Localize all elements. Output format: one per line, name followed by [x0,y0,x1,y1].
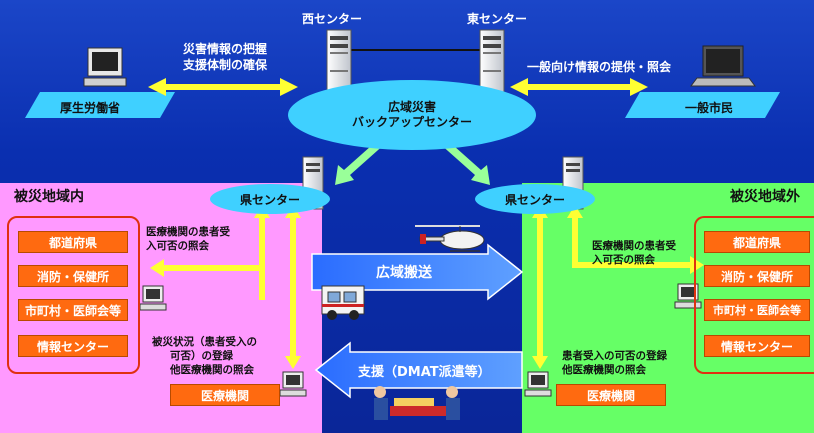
left-caption-line2: 支援体制の確保 [183,58,268,72]
left-item-municipality: 市町村・医師会等 [18,299,128,321]
left-agency-list [7,216,140,374]
desktop-computer-icon [139,285,167,311]
right-item-fire-health: 消防・保健所 [704,265,810,287]
support-arrow [314,341,523,399]
right-item-prefecture: 都道府県 [704,231,810,253]
right-caption-bottom-line2: 他医療機関の照会 [562,364,646,376]
arrow-right-pref-down [567,205,583,262]
right-region-title: 被災地域外 [730,189,800,205]
mhlw-label: 厚生労働省 [60,101,121,115]
helicopter-icon [415,225,485,252]
rescue-workers-icon [374,386,460,420]
mhlw-platform [25,92,175,118]
left-caption-top-line1: 医療機関の患者受 [146,226,230,238]
left-item-fire-health: 消防・保健所 [18,265,128,287]
arrow-left-list [150,259,260,277]
desktop-computer-icon [83,47,127,87]
right-pref-center-label: 県センター [504,192,565,207]
arrow-mhlw-backup [148,78,298,96]
left-hospital: 医療機関 [170,384,280,406]
left-region-title: 被災地域内 [14,189,84,205]
left-caption-bottom-line1: 被災状況（患者受入の [152,336,257,348]
right-item-info-center: 情報センター [704,335,810,357]
ambulance-icon [321,285,365,320]
right-agency-list [694,216,814,374]
desktop-computer-icon [279,371,307,397]
backup-center-node: 広域災害 バックアップセンター [288,80,536,150]
left-caption-bottom-line3: 他医療機関の照会 [170,364,254,376]
laptop-icon [690,45,756,87]
right-caption-bottom-line1: 患者受入の可否の登録 [562,350,667,362]
desktop-computer-icon [674,283,702,309]
support-label: 支援（DMAT派遣等） [358,365,491,380]
public-platform [625,92,780,118]
left-pref-center-label: 県センター [239,192,300,207]
left-caption-line1: 災害情報の把握 [183,42,268,56]
right-pref-center-node: 県センター [475,184,595,214]
arrow-left-hospital [285,205,301,369]
left-item-info-center: 情報センター [18,335,128,357]
left-pref-center-node: 県センター [210,184,330,214]
public-label: 一般市民 [685,101,734,115]
west-center-label: 西センター [302,12,363,26]
right-hospital: 医療機関 [556,384,666,406]
left-caption-bottom-line2: 可否）の登録 [170,350,233,362]
left-caption-top-line2: 入可否の照会 [146,240,209,252]
right-caption: 一般向け情報の提供・照会 [527,60,672,74]
backup-center-line1: 広域災害 [387,100,436,114]
arrow-backup-public [510,78,648,96]
east-center-label: 東センター [467,12,528,26]
arrow-right-hospital [532,205,548,369]
desktop-computer-icon [524,371,552,397]
left-item-prefecture: 都道府県 [18,231,128,253]
arrow-left-pref-down [254,205,270,300]
right-caption-top-line1: 医療機関の患者受 [592,240,676,252]
right-item-municipality: 市町村・医師会等 [704,299,810,321]
transport-label: 広域搬送 [376,265,432,281]
backup-center-line2: バックアップセンター [351,115,472,129]
right-caption-top-line2: 入可否の照会 [592,254,655,266]
arrow-right-list [572,256,704,274]
